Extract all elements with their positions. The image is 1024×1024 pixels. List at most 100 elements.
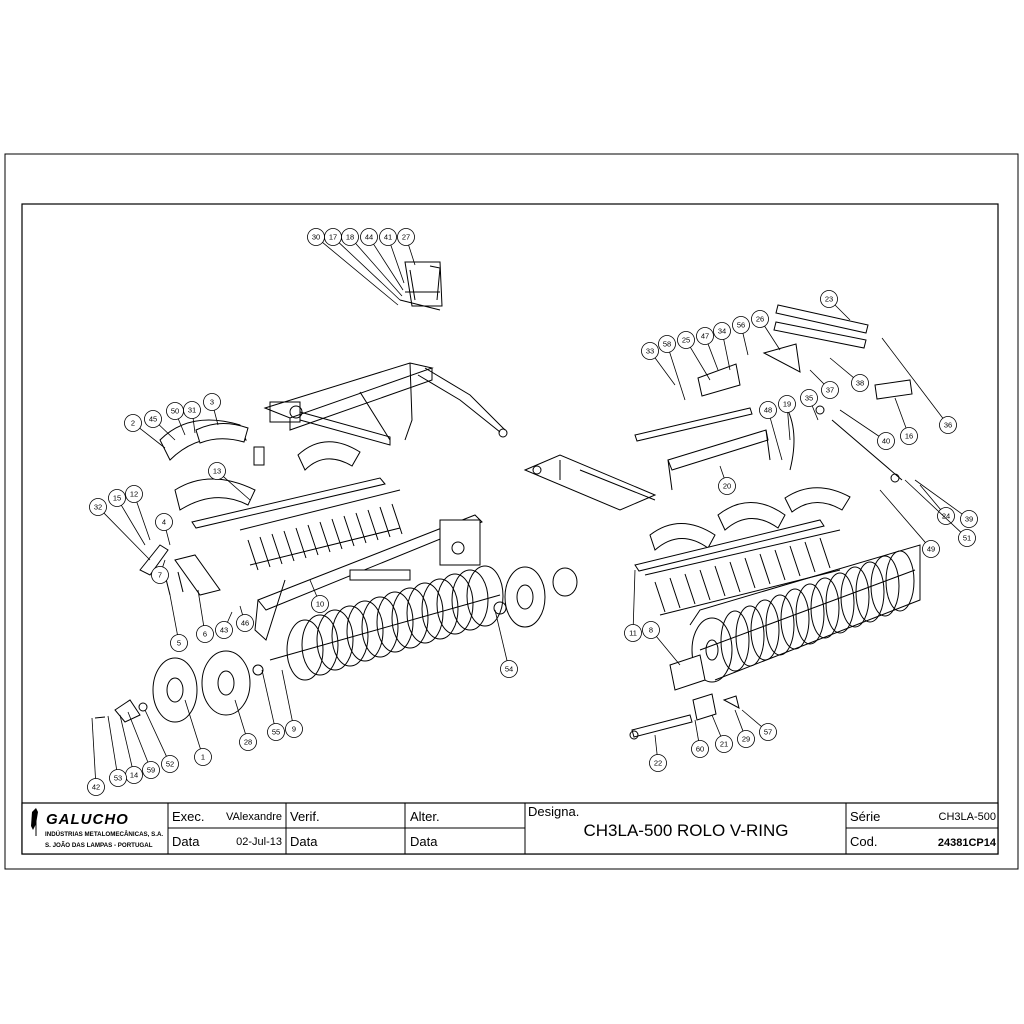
callout-21: 21 xyxy=(711,714,733,753)
callout-number: 5 xyxy=(177,639,181,648)
callout-leader xyxy=(158,424,176,441)
callout-42: 42 xyxy=(87,717,105,796)
callout-number: 45 xyxy=(149,415,157,424)
lever-assembly xyxy=(399,261,443,311)
exec-date-label: Data xyxy=(172,834,200,849)
callout-3: 3 xyxy=(203,393,221,426)
callout-leader xyxy=(654,357,676,386)
callout-bubble xyxy=(820,290,838,308)
callout-41: 41 xyxy=(379,228,405,284)
callout-bubble xyxy=(161,755,179,773)
callout-number: 16 xyxy=(905,432,913,441)
callout-number: 53 xyxy=(114,774,122,783)
callout-number: 35 xyxy=(805,394,813,403)
callout-number: 58 xyxy=(663,340,671,349)
callout-leader xyxy=(707,343,719,371)
callout-52: 52 xyxy=(144,709,179,773)
callout-leader xyxy=(213,410,219,426)
callout-33: 33 xyxy=(641,342,676,386)
callout-23: 23 xyxy=(820,290,851,321)
callout-bubble xyxy=(360,228,378,246)
callout-bubble xyxy=(500,660,518,678)
callout-27: 27 xyxy=(397,228,416,266)
callout-59: 59 xyxy=(127,711,160,779)
callout-bubble xyxy=(307,228,325,246)
callout-number: 15 xyxy=(113,494,121,503)
callout-number: 17 xyxy=(329,233,337,242)
callout-5: 5 xyxy=(169,594,188,652)
callout-bubble xyxy=(677,331,695,349)
callout-6: 6 xyxy=(196,589,214,643)
callout-bubble xyxy=(194,748,212,766)
callout-leader xyxy=(719,465,725,479)
callout-bubble xyxy=(142,761,160,779)
callout-number: 18 xyxy=(346,233,354,242)
callout-18: 18 xyxy=(341,228,403,297)
exec-label: Exec. xyxy=(172,809,205,824)
company-name: INDÚSTRIAS METALOMECÂNICAS, S.A. xyxy=(45,831,163,838)
callout-leader xyxy=(162,559,166,568)
callout-leader xyxy=(261,669,275,724)
callout-number: 2 xyxy=(131,419,135,428)
callout-number: 9 xyxy=(292,725,296,734)
callout-bubble xyxy=(125,485,143,503)
center-frame xyxy=(523,454,657,511)
right-vring-roller xyxy=(689,544,921,683)
callout-leader xyxy=(919,484,941,510)
callout-bubble xyxy=(696,327,714,345)
callout-number: 37 xyxy=(826,386,834,395)
callout-number: 46 xyxy=(241,619,249,628)
callout-bubble xyxy=(108,489,126,507)
callout-16: 16 xyxy=(894,397,918,445)
callout-57: 57 xyxy=(741,709,777,741)
callout-leader xyxy=(734,709,744,732)
serie-label: Série xyxy=(850,809,880,824)
left-tines xyxy=(239,489,403,571)
callout-leader xyxy=(494,609,508,661)
callout-number: 21 xyxy=(720,740,728,749)
callout-leader xyxy=(91,717,96,779)
callout-leader xyxy=(769,418,783,461)
cod-value: 24381CP14 xyxy=(938,837,997,849)
callout-bubble xyxy=(732,316,750,334)
callout-leader xyxy=(839,409,880,437)
alter-label: Alter. xyxy=(410,809,440,824)
callout-14: 14 xyxy=(119,714,143,784)
right-lower-parts xyxy=(629,654,740,740)
callout-bubble xyxy=(203,393,221,411)
callout-bubble xyxy=(718,477,736,495)
callout-25: 25 xyxy=(677,331,711,381)
callout-number: 13 xyxy=(213,467,221,476)
callout-22: 22 xyxy=(649,734,667,772)
callout-bubble xyxy=(713,322,731,340)
callout-leader xyxy=(669,351,686,401)
callout-leader xyxy=(309,579,318,597)
callout-leader xyxy=(281,669,293,721)
callout-leader xyxy=(227,611,233,623)
callout-number: 49 xyxy=(927,545,935,554)
callout-leader xyxy=(764,325,781,351)
callout-15: 15 xyxy=(108,489,146,546)
callout-bubble xyxy=(922,540,940,558)
callout-number: 36 xyxy=(944,421,952,430)
callout-24: 24 xyxy=(919,484,955,525)
left-tine-beams xyxy=(191,477,483,641)
callout-bubble xyxy=(215,621,233,639)
callout-leader xyxy=(694,719,699,741)
callout-leader xyxy=(234,699,246,734)
callout-leader xyxy=(656,636,681,666)
callout-8: 8 xyxy=(642,621,681,666)
callout-leader xyxy=(177,418,186,436)
callout-bubble xyxy=(649,754,667,772)
callout-number: 25 xyxy=(682,336,690,345)
outer-frame xyxy=(4,153,1019,870)
callout-number: 3 xyxy=(210,398,214,407)
callout-number: 56 xyxy=(737,321,745,330)
callout-bubble xyxy=(208,462,226,480)
callout-bubble xyxy=(642,621,660,639)
callout-number: 27 xyxy=(402,233,410,242)
callout-bubble xyxy=(151,566,169,584)
callout-58: 58 xyxy=(658,335,686,401)
callout-number: 47 xyxy=(701,332,709,341)
callout-leader xyxy=(879,489,926,543)
